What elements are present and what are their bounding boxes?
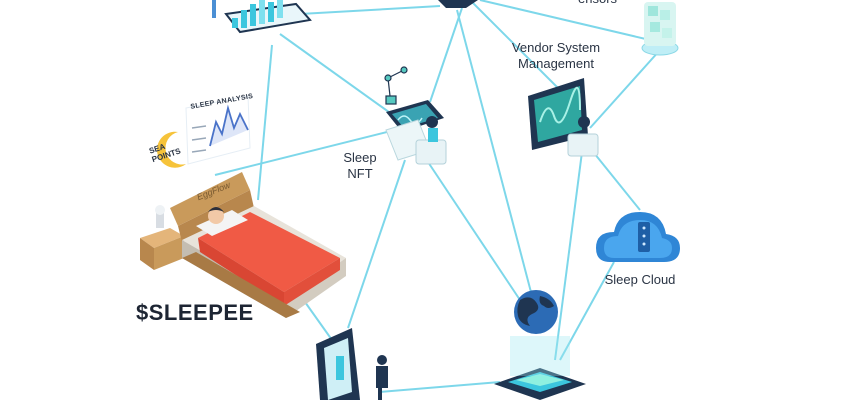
sleepee-brand-label: $SLEEPEE bbox=[136, 300, 254, 325]
sleep-nft-workstation bbox=[385, 100, 447, 165]
connection-lines bbox=[214, 0, 661, 393]
sleep-analysis-panel bbox=[185, 95, 251, 165]
link-dashboard-bed bbox=[257, 44, 273, 201]
link-nft-kiosk bbox=[347, 159, 406, 329]
vendor-system-label: Vendor System Management bbox=[496, 40, 616, 72]
kiosk-terminal bbox=[316, 328, 388, 400]
robot-arm-icon bbox=[384, 66, 408, 105]
moon-icon bbox=[157, 131, 186, 168]
link-nft-globe bbox=[419, 149, 521, 301]
vendor-system-label-line1: Vendor System bbox=[511, 40, 601, 55]
link-hub-vendor bbox=[469, 0, 563, 93]
link-hub-nft bbox=[429, 7, 463, 103]
link-vendor-chip bbox=[554, 151, 583, 361]
bed-illustration bbox=[140, 172, 346, 318]
vendor-system-label-line2: Management bbox=[518, 56, 594, 71]
sensors-tower bbox=[641, 2, 679, 56]
sleep-cloud-label: Sleep Cloud bbox=[604, 272, 676, 287]
analytics-dashboard bbox=[212, 0, 312, 34]
link-vendor-cloud bbox=[589, 147, 641, 211]
vendor-system-monitor bbox=[528, 78, 599, 157]
link-cloud-chip bbox=[559, 261, 615, 361]
link-hub-globe bbox=[456, 9, 533, 297]
sleep-nft-label: Sleep NFT bbox=[330, 150, 390, 182]
link-kiosk-chip bbox=[379, 381, 501, 393]
link-hub-sensors bbox=[479, 0, 651, 41]
sensors-label: ensors bbox=[578, 0, 638, 7]
sleep-nft-label-line2: NFT bbox=[347, 166, 373, 181]
globe-icon bbox=[514, 290, 558, 334]
link-dashboard-hub bbox=[299, 5, 441, 15]
chip-platform bbox=[494, 336, 586, 400]
cloud-icon bbox=[596, 212, 680, 262]
link-dashboard-nft bbox=[279, 33, 401, 121]
sleep-nft-label-line1: Sleep bbox=[343, 150, 377, 165]
link-bed-nft bbox=[214, 129, 396, 176]
top-hub-device bbox=[438, 0, 478, 8]
link-sensors-vendor bbox=[589, 49, 661, 129]
